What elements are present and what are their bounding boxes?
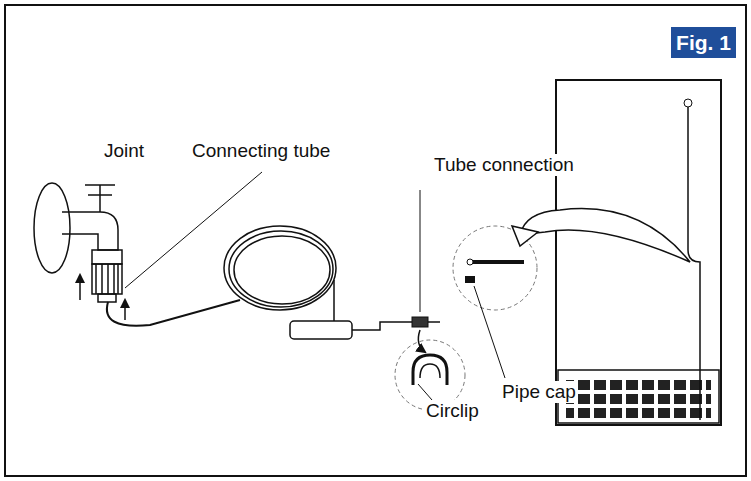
pipe (473, 260, 524, 264)
tube (107, 300, 240, 326)
circlip (413, 355, 447, 385)
figure-tag: Fig. 1 (671, 27, 736, 58)
pipe-end (467, 259, 473, 265)
pipe-top (684, 99, 692, 107)
vent-panel (558, 370, 719, 423)
faucet (34, 183, 122, 302)
vent-grid (566, 376, 711, 418)
detail-circle (453, 226, 537, 310)
figure-number: Fig. 1 (676, 31, 731, 55)
filter (290, 321, 352, 339)
part-label: Connecting tube (190, 140, 332, 162)
pipe-cap (465, 276, 475, 283)
detail-arrow (520, 209, 690, 262)
leader-line (125, 172, 262, 288)
leader-line (418, 384, 432, 400)
water-pipe (688, 107, 700, 420)
circlip (420, 364, 440, 378)
up-arrow (79, 275, 81, 300)
frame (5, 5, 746, 476)
part-label: Joint (102, 140, 146, 162)
leader-line (474, 286, 505, 378)
tube (352, 322, 412, 330)
tube-connection (412, 317, 428, 327)
detail-arrow (512, 226, 538, 246)
part-label: Tube connection (432, 154, 576, 176)
tube-coil (224, 226, 336, 310)
leader-line (420, 190, 421, 312)
tube (428, 321, 440, 323)
part-label: Circlip (424, 400, 481, 422)
part-label: Pipe cap (500, 381, 578, 403)
appliance (556, 80, 721, 425)
up-arrow (124, 300, 126, 320)
